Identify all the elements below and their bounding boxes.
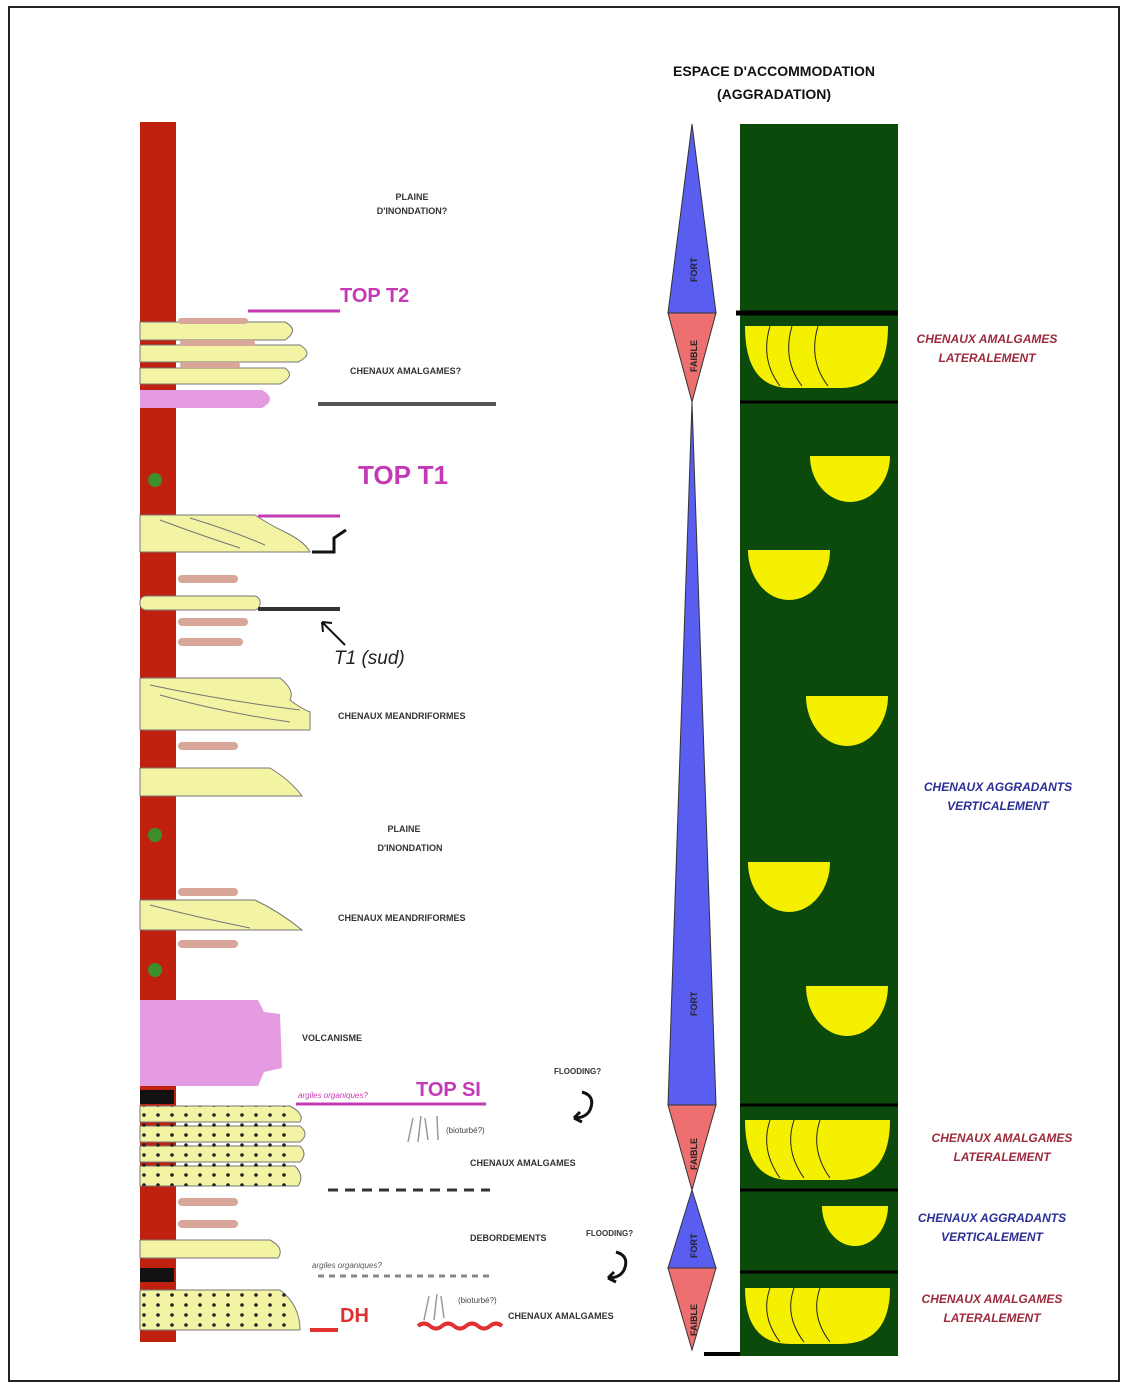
label-meandriformes-2: CHENAUX MEANDRIFORMES (338, 913, 466, 923)
label-argiles-2: argiles organiques? (312, 1261, 382, 1270)
sand-body-meandr-1b (140, 768, 302, 796)
label-bioturb-1: (bioturbé?) (446, 1126, 485, 1135)
label-flooding-1: FLOODING? (554, 1067, 601, 1076)
lat-label-1b: LATERALEMENT (938, 351, 1037, 365)
label-chenaux-amalgames-q: CHENAUX AMALGAMES? (350, 366, 461, 376)
label-volcanisme: VOLCANISME (302, 1033, 362, 1043)
flooding-arrow-icon-2 (608, 1252, 626, 1282)
label-debordements: DEBORDEMENTS (470, 1233, 547, 1243)
lat-label-3a: CHENAUX AMALGAMES (922, 1292, 1063, 1306)
lat-label-3b: LATERALEMENT (943, 1311, 1042, 1325)
mud-lens-deb-1 (178, 1198, 238, 1206)
triangle-fort-1 (668, 124, 716, 313)
mud-lens-meandr-3 (178, 940, 238, 948)
mud-lens-t2-2 (180, 340, 255, 346)
volcanic-body (140, 1000, 282, 1086)
mud-lens-mid-2 (178, 618, 248, 626)
mud-lens-t2-3 (180, 362, 240, 368)
pink-bed-t2 (140, 390, 270, 408)
amalg-dots-1 (142, 1106, 292, 1186)
label-plaine-1a: PLAINE (395, 192, 428, 202)
tri-label-faible-1: FAIBLE (689, 340, 699, 372)
bioturbation-icon-2 (424, 1294, 444, 1320)
accommodation-triangles: FORT FAIBLE FORT FAIBLE FORT FAIBLE (668, 124, 716, 1350)
label-flooding-2: FLOODING? (586, 1229, 633, 1238)
t1-sud-arrow (322, 622, 345, 645)
tri-label-fort-1: FORT (689, 257, 699, 282)
stratigraphic-column (140, 122, 310, 1342)
bioturbation-icon-1 (408, 1116, 438, 1142)
channel-column (704, 124, 898, 1356)
label-dh: DH (340, 1305, 369, 1327)
mud-lens-mid-1 (178, 575, 238, 583)
label-plaine-1b: D'INONDATION? (377, 206, 447, 216)
header-line-1: ESPACE D'ACCOMMODATION (673, 63, 875, 79)
vert-label-1b: VERTICALEMENT (947, 799, 1050, 813)
tri-label-fort-3: FORT (689, 1233, 699, 1258)
sand-body-t2-2 (140, 345, 307, 362)
green-clast-2 (148, 828, 162, 842)
vert-label-2a: CHENAUX AGGRADANTS (918, 1211, 1066, 1225)
tri-label-fort-2: FORT (689, 991, 699, 1016)
flooding-arrow-icon-1 (574, 1092, 592, 1122)
column-labels: PLAINE D'INONDATION? TOP T2 CHENAUX AMAL… (298, 192, 633, 1327)
sand-body-deb (140, 1240, 280, 1258)
label-chenaux-amalgames-1: CHENAUX AMALGAMES (470, 1158, 576, 1168)
dh-dots (142, 1290, 292, 1330)
tri-label-faible-2: FAIBLE (689, 1138, 699, 1170)
black-bed-1 (140, 1090, 174, 1104)
green-clast-3 (148, 963, 162, 977)
sand-body-meandr-1 (140, 678, 310, 730)
mud-lens-deb-2 (178, 1220, 238, 1228)
vert-label-1a: CHENAUX AGGRADANTS (924, 780, 1072, 794)
label-t1-sud: T1 (sud) (334, 648, 405, 669)
label-top-t1: TOP T1 (358, 460, 448, 490)
interpretation-labels: CHENAUX AMALGAMES LATERALEMENT CHENAUX A… (917, 332, 1073, 1325)
lat-label-2a: CHENAUX AMALGAMES (932, 1131, 1073, 1145)
lat-label-1a: CHENAUX AMALGAMES (917, 332, 1058, 346)
vert-label-2b: VERTICALEMENT (941, 1230, 1044, 1244)
green-clast-1 (148, 473, 162, 487)
label-plaine-2b: D'INONDATION (378, 843, 443, 853)
label-argiles-1: argiles organiques? (298, 1091, 368, 1100)
label-top-si: TOP SI (416, 1079, 481, 1101)
mud-lens-meandr-2 (178, 888, 238, 896)
lat-channel-1 (745, 326, 888, 388)
header-line-2: (AGGRADATION) (717, 86, 831, 102)
sand-body-t2-1 (140, 322, 293, 340)
label-plaine-2a: PLAINE (387, 824, 420, 834)
dh-wavy-line (418, 1324, 502, 1329)
mud-lens-meandr-1 (178, 742, 238, 750)
t1-step-line (312, 530, 346, 552)
sand-body-meandr-2 (140, 900, 302, 930)
label-chenaux-amalgames-2: CHENAUX AMALGAMES (508, 1311, 614, 1321)
label-bioturb-2: (bioturbé?) (458, 1296, 497, 1305)
label-top-t2: TOP T2 (340, 285, 409, 307)
sand-body-t2-3 (140, 368, 289, 384)
mud-lens-t2-1 (178, 318, 248, 324)
sand-lens-mid-1 (140, 596, 260, 610)
black-bed-2 (140, 1268, 174, 1282)
lat-label-2b: LATERALEMENT (953, 1150, 1052, 1164)
sand-body-t1 (140, 515, 310, 552)
label-meandriformes-1: CHENAUX MEANDRIFORMES (338, 711, 466, 721)
tri-label-faible-3: FAIBLE (689, 1304, 699, 1336)
mud-lens-mid-3 (178, 638, 243, 646)
